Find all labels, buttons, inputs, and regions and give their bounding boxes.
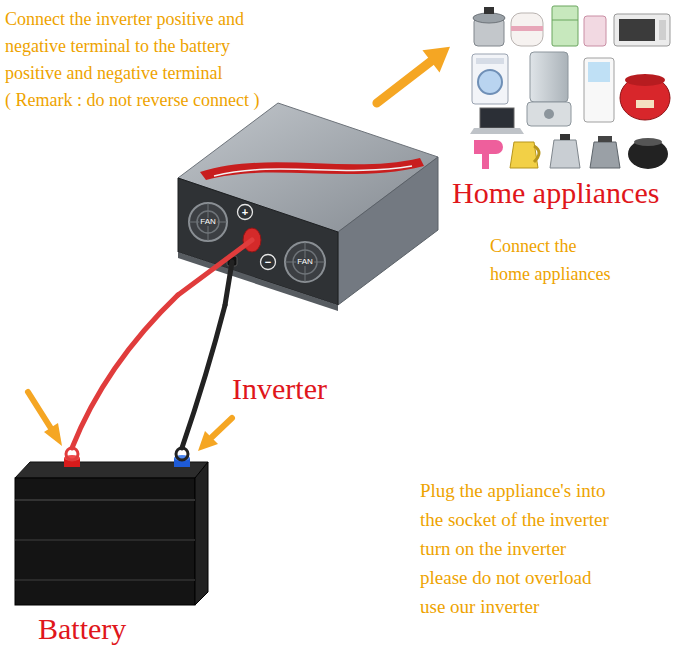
inverter-node: Inverter	[178, 103, 438, 305]
appliance-collage	[470, 6, 670, 169]
terminal-symbol: +	[241, 207, 249, 218]
pointer-arrow	[28, 392, 232, 451]
battery-illustration	[15, 448, 208, 605]
instruction-note: Connect the inverter positive and negati…	[5, 6, 285, 87]
node-title: Home appliances	[452, 176, 659, 209]
remark-note: ( Remark : do not reverse connect )	[5, 87, 285, 114]
instruction-note: Plug the appliance's into the socket of …	[420, 476, 614, 621]
flow-arrow	[377, 47, 450, 103]
arrow-head	[422, 47, 450, 73]
battery-node: Battery	[12, 448, 208, 648]
appliances-node: Home appliances	[450, 0, 676, 212]
fan-label: FAN	[296, 258, 314, 266]
connector-line	[182, 305, 225, 448]
fan-label: FAN	[199, 218, 217, 226]
connector-line	[72, 295, 178, 448]
node-title: Inverter	[232, 372, 327, 405]
terminal-symbol: −	[264, 257, 272, 268]
node-title: Battery	[38, 612, 126, 645]
inverter-illustration	[178, 103, 438, 311]
connector-line	[377, 57, 437, 103]
cable-stub	[178, 240, 252, 305]
positive-cable	[72, 295, 178, 448]
negative-cable	[182, 305, 225, 448]
instruction-note: Connect the home appliances	[490, 232, 615, 288]
